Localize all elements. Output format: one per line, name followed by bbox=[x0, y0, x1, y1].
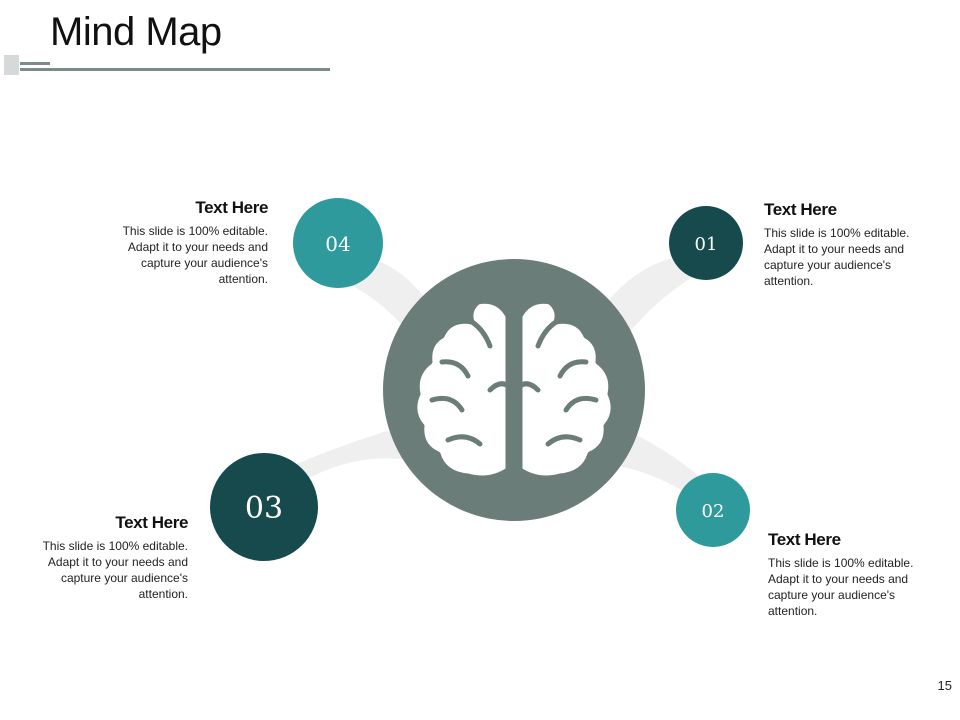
node-02-number: 02 bbox=[702, 501, 725, 522]
node-01: 01 bbox=[669, 206, 743, 280]
page-number: 15 bbox=[937, 678, 952, 693]
node-03-number: 03 bbox=[245, 491, 283, 526]
node-04-circle bbox=[293, 198, 383, 288]
text-block-02: Text Here This slide is 100% editable. A… bbox=[768, 530, 918, 619]
text-block-02-heading: Text Here bbox=[768, 530, 841, 549]
title-underline bbox=[20, 68, 330, 71]
node-01-circle bbox=[669, 206, 743, 280]
node-04-number: 04 bbox=[325, 232, 350, 256]
brain-icon bbox=[412, 298, 616, 481]
title-accent-rule bbox=[20, 62, 50, 65]
node-03: 03 bbox=[210, 453, 318, 561]
text-block-01-body: This slide is 100% editable. Adapt it to… bbox=[764, 226, 910, 288]
text-block-03-heading: Text Here bbox=[115, 513, 188, 532]
connector-03 bbox=[270, 420, 425, 500]
text-block-04-body: This slide is 100% editable. Adapt it to… bbox=[122, 224, 268, 286]
text-block-04: Text Here This slide is 100% editable. A… bbox=[118, 198, 269, 287]
text-block-02-body: This slide is 100% editable. Adapt it to… bbox=[768, 556, 914, 618]
node-02: 02 bbox=[676, 473, 750, 547]
node-04: 04 bbox=[293, 198, 383, 288]
text-block-04-heading: Text Here bbox=[195, 198, 268, 217]
text-block-01-heading: Text Here bbox=[764, 200, 837, 219]
node-01-number: 01 bbox=[695, 234, 718, 255]
title-accent-square bbox=[4, 55, 19, 75]
node-02-circle bbox=[676, 473, 750, 547]
text-block-01: Text Here This slide is 100% editable. A… bbox=[764, 200, 914, 289]
text-block-03: Text Here This slide is 100% editable. A… bbox=[38, 513, 189, 602]
node-03-circle bbox=[210, 453, 318, 561]
slide-title: Mind Map bbox=[50, 10, 222, 54]
text-block-03-body: This slide is 100% editable. Adapt it to… bbox=[42, 539, 188, 601]
